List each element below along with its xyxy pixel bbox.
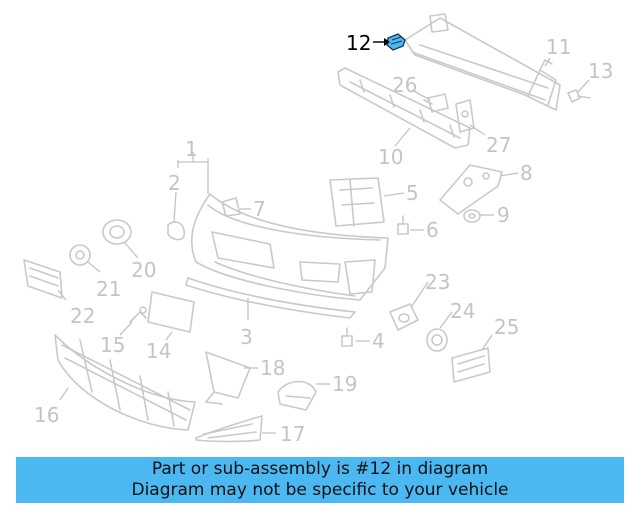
sensor-23-part[interactable] xyxy=(389,303,419,331)
callout-25[interactable]: 25 xyxy=(494,315,519,339)
banner-line-part-number: Part or sub-assembly is #12 in diagram xyxy=(151,459,489,479)
bracket-18-part[interactable] xyxy=(205,351,251,405)
callout-19[interactable]: 19 xyxy=(332,372,357,396)
callout-1[interactable]: 1 xyxy=(185,137,198,161)
bolt-12-part[interactable] xyxy=(386,33,406,51)
sensor-ring-21-part[interactable] xyxy=(69,244,91,266)
energy-absorber-part[interactable] xyxy=(337,67,471,149)
clip-15-part[interactable] xyxy=(129,306,147,323)
bumper-cover-part[interactable] xyxy=(191,193,389,301)
callout-12[interactable]: 12 xyxy=(346,31,371,55)
grille-16-part[interactable] xyxy=(54,334,196,431)
callout-9[interactable]: 9 xyxy=(497,203,510,227)
reinforcement-bar-part[interactable] xyxy=(404,13,561,111)
callout-10[interactable]: 10 xyxy=(378,145,403,169)
leader-lines xyxy=(57,41,590,434)
bracket-27-part[interactable] xyxy=(455,99,475,133)
callout-8[interactable]: 8 xyxy=(520,161,533,185)
bracket-5-part[interactable] xyxy=(329,177,385,227)
side-grille-22-part[interactable] xyxy=(23,259,63,299)
callout-6[interactable]: 6 xyxy=(426,218,439,242)
callout-4[interactable]: 4 xyxy=(372,329,385,353)
callout-labels: 1 2 3 4 5 6 7 8 9 10 11 12 13 14 15 16 1… xyxy=(34,31,613,446)
callout-14[interactable]: 14 xyxy=(146,339,171,363)
grommet-9-part[interactable] xyxy=(463,209,481,223)
callout-27[interactable]: 27 xyxy=(486,133,511,157)
bolt-6-part[interactable] xyxy=(397,215,409,235)
bolt-13-part[interactable] xyxy=(567,89,591,103)
callout-15[interactable]: 15 xyxy=(100,333,125,357)
callout-12-arrow xyxy=(373,38,390,46)
sensor-20-part[interactable] xyxy=(102,219,132,245)
callout-13[interactable]: 13 xyxy=(588,59,613,83)
bracket-26-part[interactable] xyxy=(423,93,449,113)
fog-lamp-24-part[interactable] xyxy=(426,328,448,352)
exploded-parts-diagram: 1 2 3 4 5 6 7 8 9 10 11 12 13 14 15 16 1… xyxy=(23,13,613,446)
cover-cap-2-part[interactable] xyxy=(167,221,186,241)
callout-11[interactable]: 11 xyxy=(546,35,571,59)
callout-22[interactable]: 22 xyxy=(70,304,95,328)
bolt-4-part[interactable] xyxy=(341,327,353,347)
lower-spoiler-part[interactable] xyxy=(185,277,356,319)
banner-line-disclaimer: Diagram may not be specific to your vehi… xyxy=(131,480,509,500)
callout-21[interactable]: 21 xyxy=(96,277,121,301)
callout-24[interactable]: 24 xyxy=(450,299,475,323)
bracket-25-part[interactable] xyxy=(451,347,491,383)
license-bracket-14-part[interactable] xyxy=(147,291,195,333)
callout-3[interactable]: 3 xyxy=(240,325,253,349)
trim-17-part[interactable] xyxy=(195,415,263,443)
callout-23[interactable]: 23 xyxy=(425,270,450,294)
clip-7-part[interactable] xyxy=(221,197,241,217)
callout-16[interactable]: 16 xyxy=(34,403,59,427)
side-bracket-8-part[interactable] xyxy=(439,164,503,215)
callout-5[interactable]: 5 xyxy=(406,181,419,205)
callout-26[interactable]: 26 xyxy=(392,73,417,97)
callout-7[interactable]: 7 xyxy=(253,197,266,221)
callout-17[interactable]: 17 xyxy=(280,422,305,446)
fog-cover-19-part[interactable] xyxy=(277,380,317,411)
callout-18[interactable]: 18 xyxy=(260,356,285,380)
info-banner: Part or sub-assembly is #12 in diagram D… xyxy=(16,457,624,503)
callout-2[interactable]: 2 xyxy=(168,171,181,195)
callout-20[interactable]: 20 xyxy=(131,258,156,282)
